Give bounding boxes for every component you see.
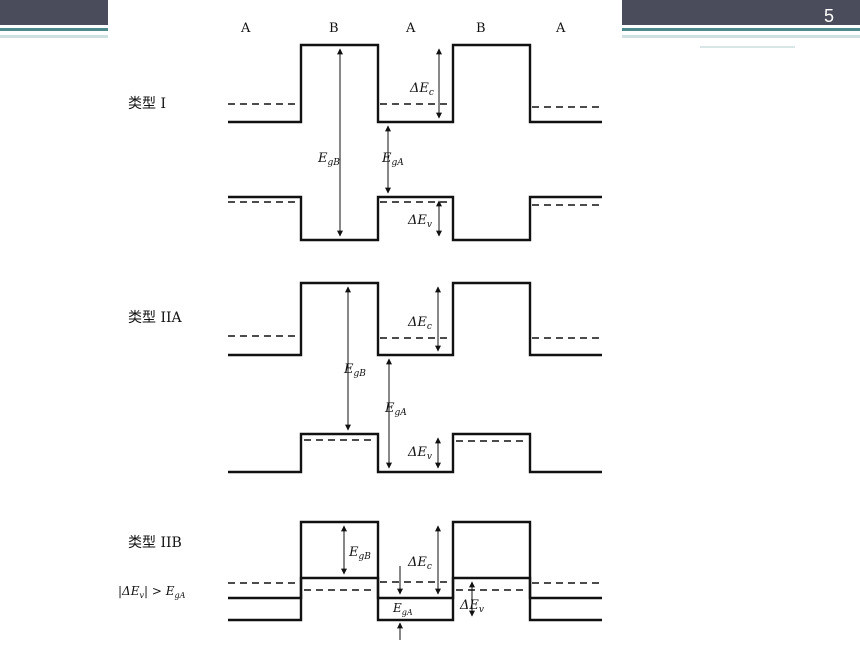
type-label-2a: 类型 IIA [128,310,183,326]
header-accent-right-white [700,46,795,48]
conduction-band-edge-2 [228,281,602,357]
ega-label-2: EgA [384,401,407,418]
egb-label-3: EgB [348,545,371,562]
conduction-band-edge-1 [228,43,602,124]
valence-band-edge-2 [228,432,602,474]
dec-label-3: ΔEc [407,555,432,572]
panel-type-2a [228,281,602,474]
dev-label-3: ΔEv [459,598,484,615]
condition-label: |ΔEv| > EgA [118,584,186,600]
band-diagram-figure: A B A B A 类型 I ΔEc EgB EgA ΔEv 类型 IIA ΔE… [108,0,608,645]
band-diagram-svg: A B A B A 类型 I ΔEc EgB EgA ΔEv 类型 IIA ΔE… [118,21,602,640]
region-label-5: A [555,21,566,36]
slide-number: 5 [823,6,834,26]
header-accent-left-light [0,35,110,38]
egb-label-1: EgB [317,151,340,168]
panel-type-2b [228,520,602,640]
ega-label-3: EgA [392,601,413,617]
header-bar-right [622,0,860,25]
header-accent-right [622,28,860,31]
header-accent-right-light [622,35,860,38]
valence-band-edge-1 [228,195,602,242]
region-label-4: B [476,21,486,36]
dev-label-1: ΔEv [407,213,432,230]
dev-label-2: ΔEv [407,445,432,462]
region-label-3: A [405,21,416,36]
header-bar-left [0,0,110,25]
dec-label-2: ΔEc [407,315,432,332]
region-label-2: B [329,21,339,36]
panel-type-1 [228,43,602,242]
type-label-2b: 类型 IIB [128,535,182,551]
egb-label-2: EgB [343,362,366,379]
ega-label-1: EgA [381,151,404,168]
dec-label-1: ΔEc [409,81,434,98]
type-label-1: 类型 I [128,96,166,112]
valence-band-edge-3 [228,576,602,622]
header-accent-left [0,28,110,31]
region-label-1: A [240,21,251,36]
conduction-band-edge-3 [228,520,602,600]
